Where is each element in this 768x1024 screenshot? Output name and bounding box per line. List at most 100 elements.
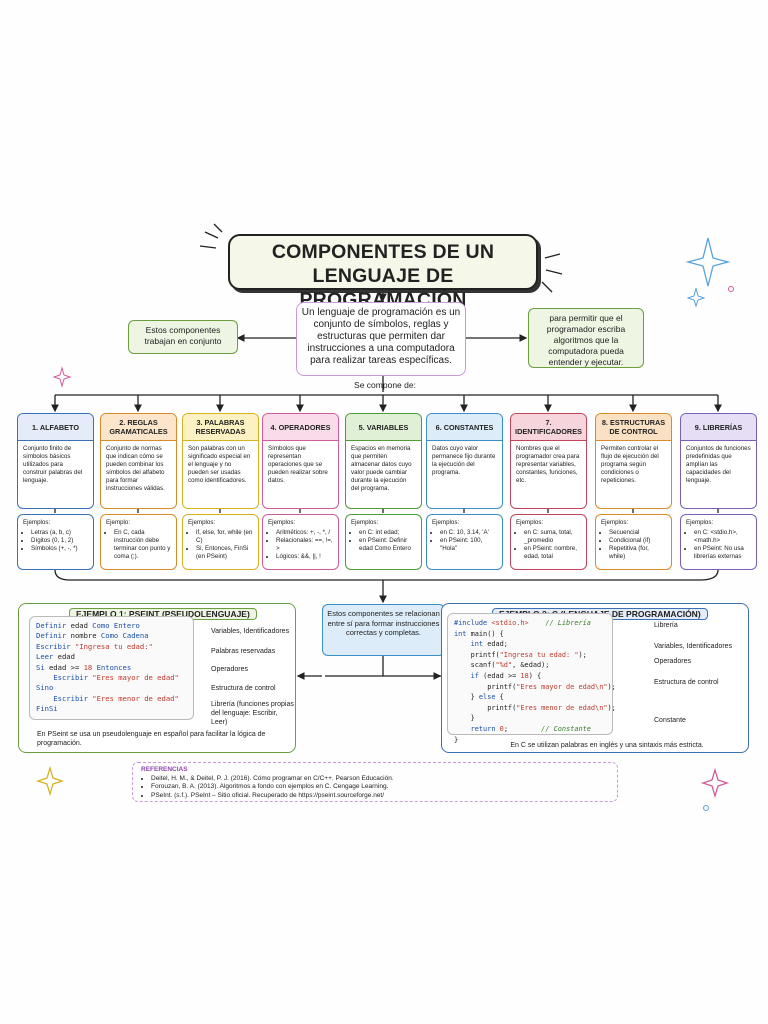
ex2-label-4: Estructura de control: [654, 679, 719, 686]
se-compone-label: Se compone de:: [354, 380, 416, 390]
example-item: en PSeint: 100, "Hola": [440, 537, 497, 553]
examples-list: en C: 10, 3.14, 'A'en PSeint: 100, "Hola…: [432, 529, 497, 553]
example1-panel: EJEMPLO 1: PSEINT (PSEUDOLENGUAJE) Defin…: [18, 603, 296, 753]
example-item: En C, cada instrucción debe terminar con…: [114, 529, 171, 561]
reference-item: PSeInt. (s.f.). PSeInt – Sitio oficial. …: [151, 792, 609, 801]
references-box: REFERENCIAS Deitel, H. M., & Deitel, P. …: [132, 762, 618, 802]
examples-label: Ejemplos:: [23, 519, 51, 526]
examples-list: en C: int edad;en PSeint: Definir edad C…: [351, 529, 416, 553]
examples-list: if, else, for, while (en C)Si, Entonces,…: [188, 529, 253, 561]
ex1-label-5: Librería (funciones propias del lenguaje…: [211, 701, 294, 726]
example-item: Repetitiva (for, while): [609, 545, 666, 561]
examples-list: en C: suma, total, _promedioen PSeint: n…: [516, 529, 581, 561]
category-examples-3: Ejemplos: if, else, for, while (en C)Si, …: [182, 514, 259, 570]
title-line-1: COMPONENTES DE UN: [271, 241, 495, 263]
example-item: Condicional (if): [609, 537, 666, 545]
ex2-label-3: Operadores: [654, 658, 691, 665]
category-description: Son palabras con un significado especial…: [188, 445, 251, 484]
examples-list: SecuencialCondicional (if)Repetitiva (fo…: [601, 529, 666, 561]
ex1-label-2: Palabras reservadas: [211, 648, 276, 655]
example-item: en C: int edad;: [359, 529, 416, 537]
category-title: 7. IDENTIFICADORES: [511, 414, 586, 441]
category-title: 4. OPERADORES: [263, 414, 338, 441]
example-item: Relacionales: ==, !=, >: [276, 537, 333, 553]
category-card-2: 2. REGLAS GRAMATICALES Conjunto de normas…: [100, 413, 177, 509]
reference-item: Deitel, H. M., & Deitel, P. J. (2016). C…: [151, 775, 609, 784]
ex1-label-3: Operadores: [211, 666, 248, 673]
category-card-7: 7. IDENTIFICADORES Nombres que el program…: [510, 413, 587, 509]
examples-list: Aritméticos: +, -, *, /Relacionales: ==,…: [268, 529, 333, 561]
ex1-label-1: Variables, Identificadores: [211, 628, 290, 635]
example-item: en PSeint: No usa librerías externas: [694, 545, 751, 561]
category-title: 1. ALFABETO: [18, 414, 93, 441]
ex2-label-5: Constante: [654, 717, 686, 724]
category-examples-8: Ejemplos: SecuencialCondicional (if)Repet…: [595, 514, 672, 570]
examples-list: En C, cada instrucción debe terminar con…: [106, 529, 171, 561]
category-title: 5. VARIABLES: [346, 414, 421, 441]
category-title: 8. ESTRUCTURAS DE CONTROL: [596, 414, 671, 441]
examples-label: Ejemplo:: [106, 519, 131, 526]
example2-footer: En C se utilizan palabras en inglés y un…: [510, 742, 704, 749]
category-description: Espacios en memoria que permiten almacen…: [351, 445, 412, 492]
category-examples-9: Ejemplos: en C: <stdio.h>, <math.h>en PSe…: [680, 514, 757, 570]
ex2-label-1: Librería: [654, 622, 678, 629]
category-description: Nombres que el programador crea para rep…: [516, 445, 580, 484]
ex2-label-2: Variables, Identificadores: [654, 643, 733, 650]
examples-label: Ejemplos:: [516, 519, 544, 526]
left-note-box: Estos componentes trabajan en conjunto: [128, 320, 238, 354]
category-description: Conjuntos de funciones predefinidas que …: [686, 445, 751, 484]
category-description: Símbolos que representan operaciones que…: [268, 445, 328, 484]
example-item: Si, Entonces, FinSi (en PSeint): [196, 545, 253, 561]
ex1-label-4: Estructura de control: [211, 685, 276, 692]
category-card-3: 3. PALABRAS RESERVADAS Son palabras con u…: [182, 413, 259, 509]
example-item: Símbolos (+, -, *): [31, 545, 88, 553]
example-item: en PSeint: nombre, edad, total: [524, 545, 581, 561]
center-note-box: Estos componentes se relacionan entre sí…: [322, 604, 445, 656]
examples-label: Ejemplos:: [351, 519, 379, 526]
definition-box: Un lenguaje de programación es un conjun…: [296, 302, 466, 376]
example-item: if, else, for, while (en C): [196, 529, 253, 545]
examples-label: Ejemplos:: [686, 519, 714, 526]
category-card-1: 1. ALFABETO Conjunto finito de símbolos b…: [17, 413, 94, 509]
examples-label: Ejemplos:: [432, 519, 460, 526]
category-examples-7: Ejemplos: en C: suma, total, _promedioen …: [510, 514, 587, 570]
example1-code: Definir edad Como Entero Definir nombre …: [29, 616, 194, 720]
category-card-5: 5. VARIABLES Espacios en memoria que perm…: [345, 413, 422, 509]
example2-panel: EJEMPLO 2: C (LENGUAJE DE PROGRAMACIÓN) …: [441, 603, 749, 753]
example-item: Aritméticos: +, -, *, /: [276, 529, 333, 537]
example-item: en C: <stdio.h>, <math.h>: [694, 529, 751, 545]
example-item: Letras (a, b, c): [31, 529, 88, 537]
category-card-8: 8. ESTRUCTURAS DE CONTROL Permiten contro…: [595, 413, 672, 509]
references-list: Deitel, H. M., & Deitel, P. J. (2016). C…: [141, 775, 609, 801]
examples-list: en C: <stdio.h>, <math.h>en PSeint: No u…: [686, 529, 751, 561]
example1-footer: En PSeint se usa un pseudolenguaje en es…: [37, 731, 266, 747]
references-heading: REFERENCIAS: [141, 766, 188, 773]
category-title: 9. LIBRERÍAS: [681, 414, 756, 441]
examples-label: Ejemplos:: [188, 519, 216, 526]
main-title: COMPONENTES DE UN LENGUAJE DE PROGRAMACI…: [228, 234, 538, 311]
category-examples-4: Ejemplos: Aritméticos: +, -, *, /Relacion…: [262, 514, 339, 570]
examples-label: Ejemplos:: [601, 519, 629, 526]
category-title: 2. REGLAS GRAMATICALES: [101, 414, 176, 441]
example-item: en C: suma, total, _promedio: [524, 529, 581, 545]
category-description: Datos cuyo valor permanece fijo durante …: [432, 445, 496, 476]
examples-label: Ejemplos:: [268, 519, 296, 526]
category-description: Permiten controlar el flujo de ejecución…: [601, 445, 659, 484]
category-examples-1: Ejemplos: Letras (a, b, c)Dígitos (0, 1, …: [17, 514, 94, 570]
category-examples-6: Ejemplos: en C: 10, 3.14, 'A'en PSeint: 1…: [426, 514, 503, 570]
category-examples-5: Ejemplos: en C: int edad;en PSeint: Defin…: [345, 514, 422, 570]
example-item: en C: 10, 3.14, 'A': [440, 529, 497, 537]
category-card-4: 4. OPERADORES Símbolos que representan op…: [262, 413, 339, 509]
category-description: Conjunto de normas que indican cómo se p…: [106, 445, 165, 492]
reference-item: Forouzan, B. A. (2013). Algoritmos a fon…: [151, 783, 609, 792]
example-item: en PSeint: Definir edad Como Entero: [359, 537, 416, 553]
category-card-9: 9. LIBRERÍAS Conjuntos de funciones prede…: [680, 413, 757, 509]
category-title: 6. CONSTANTES: [427, 414, 502, 441]
category-description: Conjunto finito de símbolos básicos util…: [23, 445, 83, 484]
category-examples-2: Ejemplo: En C, cada instrucción debe term…: [100, 514, 177, 570]
example2-code: #include <stdio.h> // Librería int main(…: [447, 613, 616, 744]
category-title: 3. PALABRAS RESERVADAS: [183, 414, 258, 441]
examples-list: Letras (a, b, c)Dígitos (0, 1, 2)Símbolo…: [23, 529, 88, 553]
example-item: Dígitos (0, 1, 2): [31, 537, 88, 545]
